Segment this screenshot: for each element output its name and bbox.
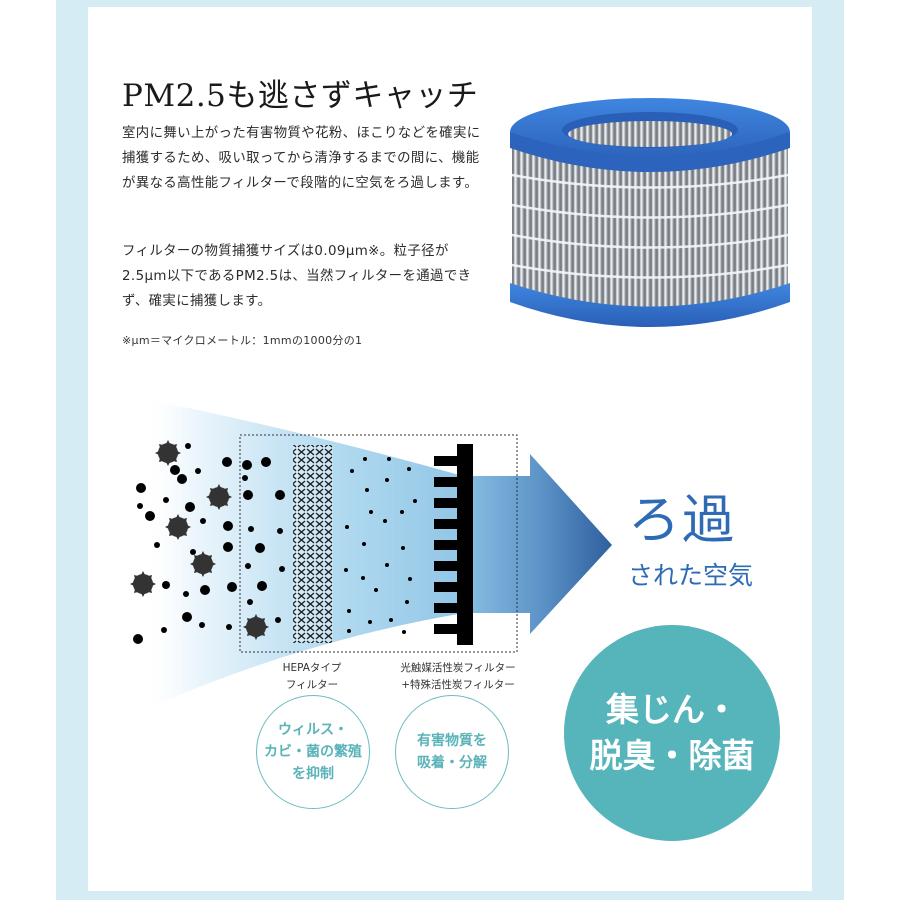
hepa-filter-label: HEPAタイプ フィルター bbox=[282, 662, 342, 691]
capture-size-paragraph: フィルターの物質捕獲サイズは0.09μm※。粒子径が2.5μm以下であるPM2.… bbox=[122, 244, 472, 309]
page-title: PM2.5も逃さずキャッチ bbox=[122, 78, 479, 114]
footnote: ※μm＝マイクロメートル：1mmの1000分の1 bbox=[122, 334, 363, 347]
pollen-particle-icons bbox=[130, 440, 269, 640]
feature-circle-text: 有害物質を 吸着・分解 bbox=[417, 733, 487, 771]
filtered-heading: ろ過 bbox=[628, 491, 737, 551]
fine-particle-icons bbox=[344, 457, 417, 634]
intro-paragraph: 室内に舞い上がった有害物質や花粉、ほこりなどを確実に捕獲するため、吸い取ってから… bbox=[122, 126, 481, 191]
carbon-filter-label: 光触媒活性炭フィルター +特殊活性炭フィルター bbox=[400, 662, 516, 691]
summary-circle-text: 集じん・ 脱臭・除菌 bbox=[589, 690, 755, 775]
carbon-filter-icon bbox=[434, 444, 473, 645]
filtered-subheading: された空気 bbox=[628, 561, 754, 590]
feature-circle-text: ウィルス・ カビ・菌の繁殖 を抑制 bbox=[264, 722, 362, 782]
output-arrow-icon bbox=[470, 454, 612, 634]
filter-product-image bbox=[510, 98, 790, 327]
feature-circle-antimicrobial: ウィルス・ カビ・菌の繁殖 を抑制 bbox=[256, 695, 370, 809]
dust-particle-icons bbox=[133, 443, 285, 644]
filter-housing-outline bbox=[239, 434, 518, 653]
summary-circle: 集じん・ 脱臭・除菌 bbox=[564, 625, 780, 841]
feature-circle-adsorption: 有害物質を 吸着・分解 bbox=[395, 695, 509, 809]
hepa-filter-icon bbox=[293, 445, 333, 643]
